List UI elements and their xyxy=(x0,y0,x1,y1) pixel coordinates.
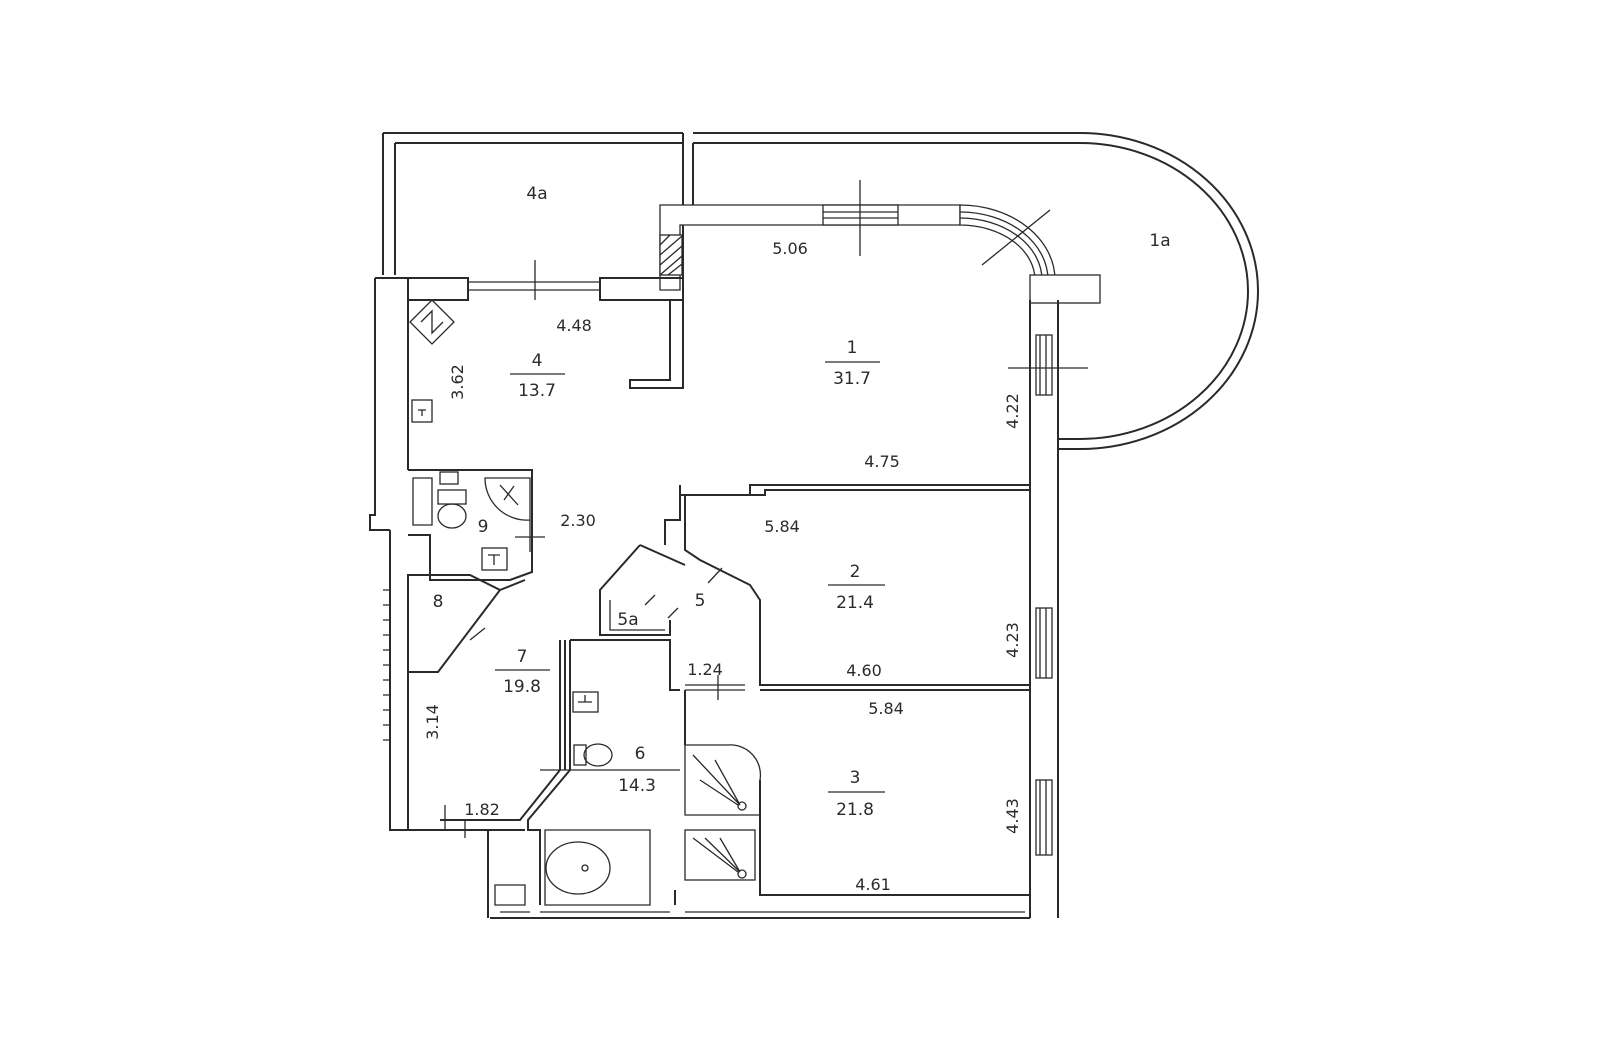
dim-5-06: 5.06 xyxy=(772,239,808,258)
room-9-label: 9 xyxy=(478,517,489,537)
dim-3-14: 3.14 xyxy=(423,704,442,740)
dim-3-62: 3.62 xyxy=(448,364,467,400)
room-labels: 4а 1а 1 31.7 4 13.7 2 21.4 3 21.8 9 8 5 … xyxy=(433,184,1171,820)
toilet-icon xyxy=(437,471,467,529)
room-7-area: 19.8 xyxy=(503,677,541,697)
dim-4-43: 4.43 xyxy=(1003,798,1022,834)
boiler-icon xyxy=(409,299,455,345)
dim-2-30: 2.30 xyxy=(560,511,596,530)
dimension-labels: 5.06 4.48 3.62 4.22 4.75 2.30 5.84 4.23 … xyxy=(423,239,1022,894)
room-3-number: 3 xyxy=(850,768,861,788)
fixtures xyxy=(409,299,762,906)
room-3-area: 21.8 xyxy=(836,800,874,820)
toilet-icon xyxy=(573,743,613,767)
dim-4-61: 4.61 xyxy=(855,875,891,894)
room-7-number: 7 xyxy=(517,647,528,667)
bathtub-icon xyxy=(544,829,651,906)
room-6-number: 6 xyxy=(635,744,646,764)
sink-icon xyxy=(411,399,433,423)
shower-icon xyxy=(484,477,531,521)
room-4-area: 13.7 xyxy=(518,381,556,401)
room-4-number: 4 xyxy=(532,351,543,371)
room-1a-label: 1а xyxy=(1149,231,1170,251)
room-1-number: 1 xyxy=(847,338,858,358)
dim-1-82: 1.82 xyxy=(464,800,500,819)
room-8-label: 8 xyxy=(433,592,444,612)
outer-walls xyxy=(369,204,1101,919)
balcony-walls xyxy=(382,132,1259,450)
dim-4-48: 4.48 xyxy=(556,316,592,335)
room-1-area: 31.7 xyxy=(833,369,871,389)
room-6-area: 14.3 xyxy=(618,776,656,796)
shower-icon xyxy=(684,829,756,881)
dim-4-23: 4.23 xyxy=(1003,622,1022,658)
opening-markers xyxy=(444,180,1088,838)
dim-1-24: 1.24 xyxy=(687,660,723,679)
dim-4-60: 4.60 xyxy=(846,661,882,680)
sink-icon xyxy=(572,691,599,713)
dim-4-75: 4.75 xyxy=(864,452,900,471)
room-5-label: 5 xyxy=(695,591,706,611)
room-2-area: 21.4 xyxy=(836,593,874,613)
room-2-number: 2 xyxy=(850,562,861,582)
dim-4-22: 4.22 xyxy=(1003,393,1022,429)
interior-walls xyxy=(407,300,1030,905)
room-4a-label: 4а xyxy=(526,184,547,204)
shower-icon xyxy=(684,744,762,816)
dim-5-84-bottom: 5.84 xyxy=(868,699,904,718)
sink-icon xyxy=(481,547,508,571)
dim-5-84-top: 5.84 xyxy=(764,517,800,536)
room-5a-label: 5а xyxy=(617,610,638,630)
